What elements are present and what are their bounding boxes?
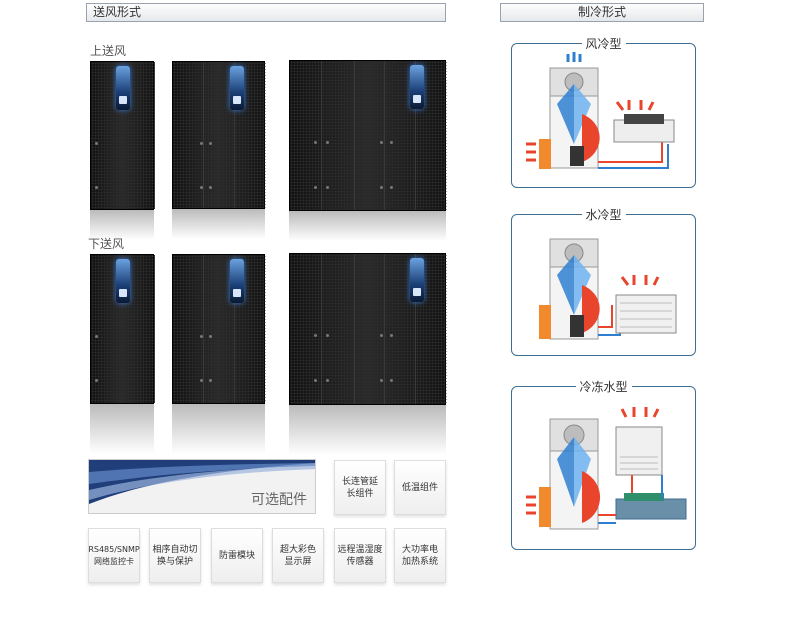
cabinet-small-top[interactable] (90, 61, 155, 210)
air-cooled-diagram (526, 52, 675, 169)
option-network-card[interactable]: RS485/SNMP 网络监控卡 (88, 528, 140, 583)
section-header-supply: 送风形式 (86, 3, 446, 22)
option-extended-pipe[interactable]: 长连管延 长组件 (334, 460, 386, 515)
cooling-title-chilled: 冷冻水型 (575, 378, 632, 395)
cabinet-medium-bottom[interactable] (172, 254, 266, 404)
cabinet-reflection (172, 404, 265, 454)
cooling-title-water: 水冷型 (581, 206, 626, 223)
option-lightning-module[interactable]: 防雷模块 (211, 528, 263, 583)
option-electric-heater[interactable]: 大功率电 加热系统 (394, 528, 446, 583)
banner-title: 可选配件 (251, 492, 307, 508)
cabinet-medium-top[interactable] (172, 61, 266, 209)
chilled-water-diagram (526, 407, 687, 530)
cabinet-large-top[interactable] (289, 60, 447, 211)
cabinet-large-bottom[interactable] (289, 253, 447, 405)
cabinet-reflection (172, 209, 265, 239)
cabinet-reflection (289, 211, 446, 241)
option-phase-protection[interactable]: 相序自动切 换与保护 (149, 528, 201, 583)
cabinet-reflection (289, 405, 446, 455)
section-header-cooling: 制冷形式 (500, 3, 704, 22)
water-cooled-diagram (539, 238, 677, 340)
option-low-temp[interactable]: 低温组件 (394, 460, 446, 515)
optional-accessories-banner: 可选配件 (88, 459, 316, 514)
option-large-display[interactable]: 超大彩色 显示屏 (272, 528, 324, 583)
option-remote-sensor[interactable]: 远程温湿度 传感器 (334, 528, 386, 583)
cabinet-small-bottom[interactable] (90, 254, 155, 404)
cooling-box-water[interactable]: 水冷型 (511, 206, 696, 356)
cooling-box-chilled[interactable]: 冷冻水型 (511, 378, 696, 550)
row-label-top: 上送风 (90, 44, 127, 58)
cabinet-reflection (90, 404, 154, 454)
cabinet-reflection (90, 210, 154, 240)
banner-wave-graphic (89, 460, 315, 504)
cooling-title-air: 风冷型 (581, 35, 626, 52)
row-label-bottom: 下送风 (88, 237, 125, 251)
cooling-box-air[interactable]: 风冷型 (511, 35, 696, 188)
